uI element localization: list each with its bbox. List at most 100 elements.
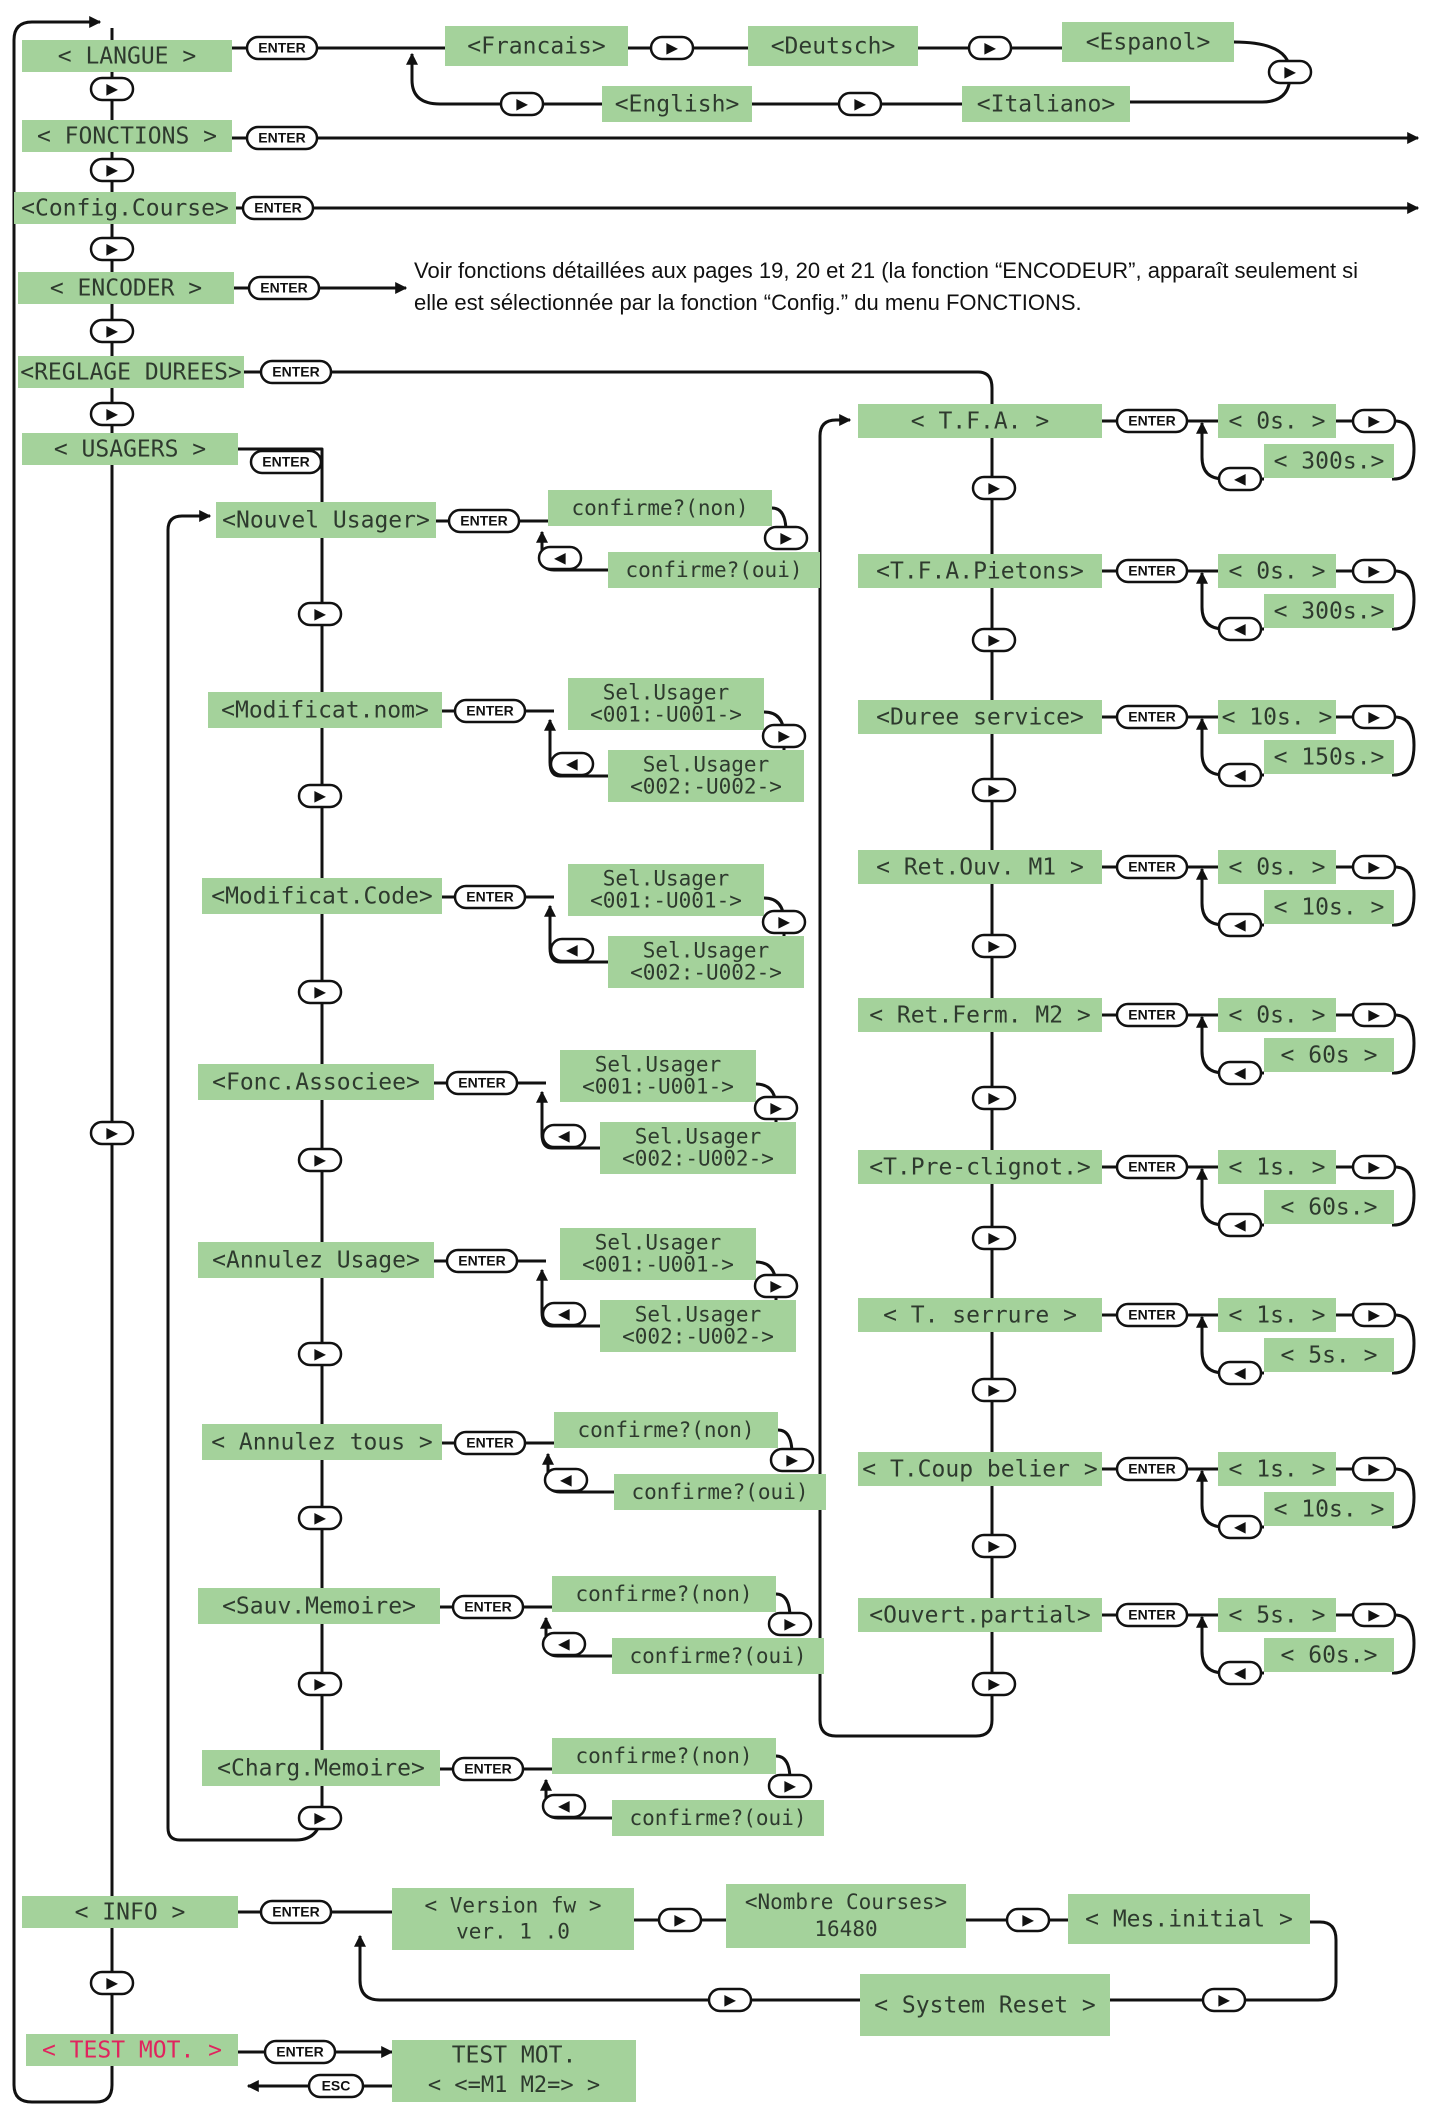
next-button[interactable] [1351,1602,1397,1628]
next-button[interactable] [767,1611,813,1637]
back-button[interactable] [1217,912,1263,938]
next-button[interactable] [297,1805,343,1831]
usager-fonc-assoc-enter-button[interactable] [445,1070,519,1096]
back-button[interactable] [549,751,595,777]
test-enter-button[interactable] [263,2039,337,2065]
reglage-4-enter-button[interactable] [1115,1002,1189,1028]
next-button[interactable] [297,979,343,1005]
next-button[interactable] [971,1085,1017,1111]
next-button[interactable] [971,933,1017,959]
back-button[interactable] [1217,1060,1263,1086]
back-button[interactable] [541,1123,587,1149]
next-button[interactable] [657,1907,703,1933]
next-button[interactable] [297,601,343,627]
back-button[interactable] [1217,1212,1263,1238]
next-button[interactable] [499,91,545,117]
next-button[interactable] [1351,854,1397,880]
next-button[interactable] [89,1970,135,1996]
reglage-3-max-label: < 10s. > [1274,895,1385,921]
info-version [392,1888,634,1950]
reglage-1-enter-button[interactable] [1115,558,1189,584]
next-button[interactable] [753,1095,799,1121]
back-button[interactable] [1217,762,1263,788]
reglage-6-enter-button[interactable] [1115,1302,1189,1328]
next-button[interactable] [89,236,135,262]
next-button[interactable] [1351,558,1397,584]
next-button[interactable] [971,1377,1017,1403]
next-button[interactable] [763,525,809,551]
usager-nouvel-enter-button[interactable] [447,508,521,534]
esc-button[interactable] [307,2073,365,2099]
next-button[interactable] [971,1225,1017,1251]
next-button[interactable] [89,1120,135,1146]
reglage-5-enter-button[interactable] [1115,1154,1189,1180]
next-button[interactable] [971,777,1017,803]
next-button[interactable] [971,627,1017,653]
reglage-enter-button[interactable] [259,359,333,385]
usager-sauv-memoire-confirm-no [552,1576,776,1612]
next-button[interactable] [761,723,807,749]
usager-annulez-usage-enter-button[interactable] [445,1248,519,1274]
next-button[interactable] [1351,1002,1397,1028]
next-button[interactable] [1267,59,1313,85]
next-button[interactable] [769,1447,815,1473]
next-button[interactable] [297,1505,343,1531]
fonctions-enter-button[interactable] [245,125,319,151]
info-mes-initial [1068,1894,1310,1944]
next-button[interactable] [971,1671,1017,1697]
back-button[interactable] [541,1793,587,1819]
next-button[interactable] [649,35,695,61]
back-button[interactable] [549,937,595,963]
back-button[interactable] [1217,616,1263,642]
next-button[interactable] [1351,408,1397,434]
usager-charg-memoire-confirm-oui-label: confirme?(oui) [629,1806,806,1830]
back-button[interactable] [537,545,583,571]
next-button[interactable] [837,91,883,117]
usager-charg-memoire-enter-button[interactable] [451,1756,525,1782]
reglage-2-enter-button[interactable] [1115,704,1189,730]
next-button[interactable] [297,1341,343,1367]
next-button[interactable] [1005,1907,1051,1933]
next-button[interactable] [297,1671,343,1697]
encoder-enter-button[interactable] [247,275,321,301]
back-button[interactable] [1217,1660,1263,1686]
back-button[interactable] [543,1467,589,1493]
reglage-3-enter-button[interactable] [1115,854,1189,880]
usager-annulez-tous-enter-button[interactable] [453,1430,527,1456]
next-button[interactable] [89,157,135,183]
reglage-7-enter-button[interactable] [1115,1456,1189,1482]
reglage-7-max-label: < 10s. > [1274,1497,1385,1523]
next-button[interactable] [967,35,1013,61]
next-button[interactable] [971,1533,1017,1559]
usager-modif-nom-enter-button[interactable] [453,698,527,724]
usager-modif-code-enter-button[interactable] [453,884,527,910]
back-button[interactable] [541,1301,587,1327]
next-button[interactable] [767,1773,813,1799]
back-button[interactable] [1217,1514,1263,1540]
next-button[interactable] [89,76,135,102]
next-button[interactable] [297,1147,343,1173]
next-button[interactable] [1351,1302,1397,1328]
next-button[interactable] [1351,1456,1397,1482]
reglage-0-enter-button[interactable] [1115,408,1189,434]
next-button[interactable] [971,475,1017,501]
next-button[interactable] [1351,1154,1397,1180]
back-button[interactable] [1217,1360,1263,1386]
usager-sauv-memoire-enter-button[interactable] [451,1594,525,1620]
config-enter-button[interactable] [241,195,315,221]
back-button[interactable] [541,1631,587,1657]
next-button[interactable] [707,1987,753,2013]
next-button[interactable] [297,783,343,809]
next-button[interactable] [1201,1987,1247,2013]
usagers-enter-button[interactable] [249,449,323,475]
back-button[interactable] [1217,466,1263,492]
next-button[interactable] [89,401,135,427]
next-button[interactable] [761,909,807,935]
next-button[interactable] [753,1273,799,1299]
next-button[interactable] [1351,704,1397,730]
next-button[interactable] [89,318,135,344]
next-arrow-icon: ▶ [988,1538,1001,1554]
info-enter-button[interactable] [259,1899,333,1925]
langue-enter-button[interactable] [245,35,319,61]
reglage-8-enter-button[interactable] [1115,1602,1189,1628]
